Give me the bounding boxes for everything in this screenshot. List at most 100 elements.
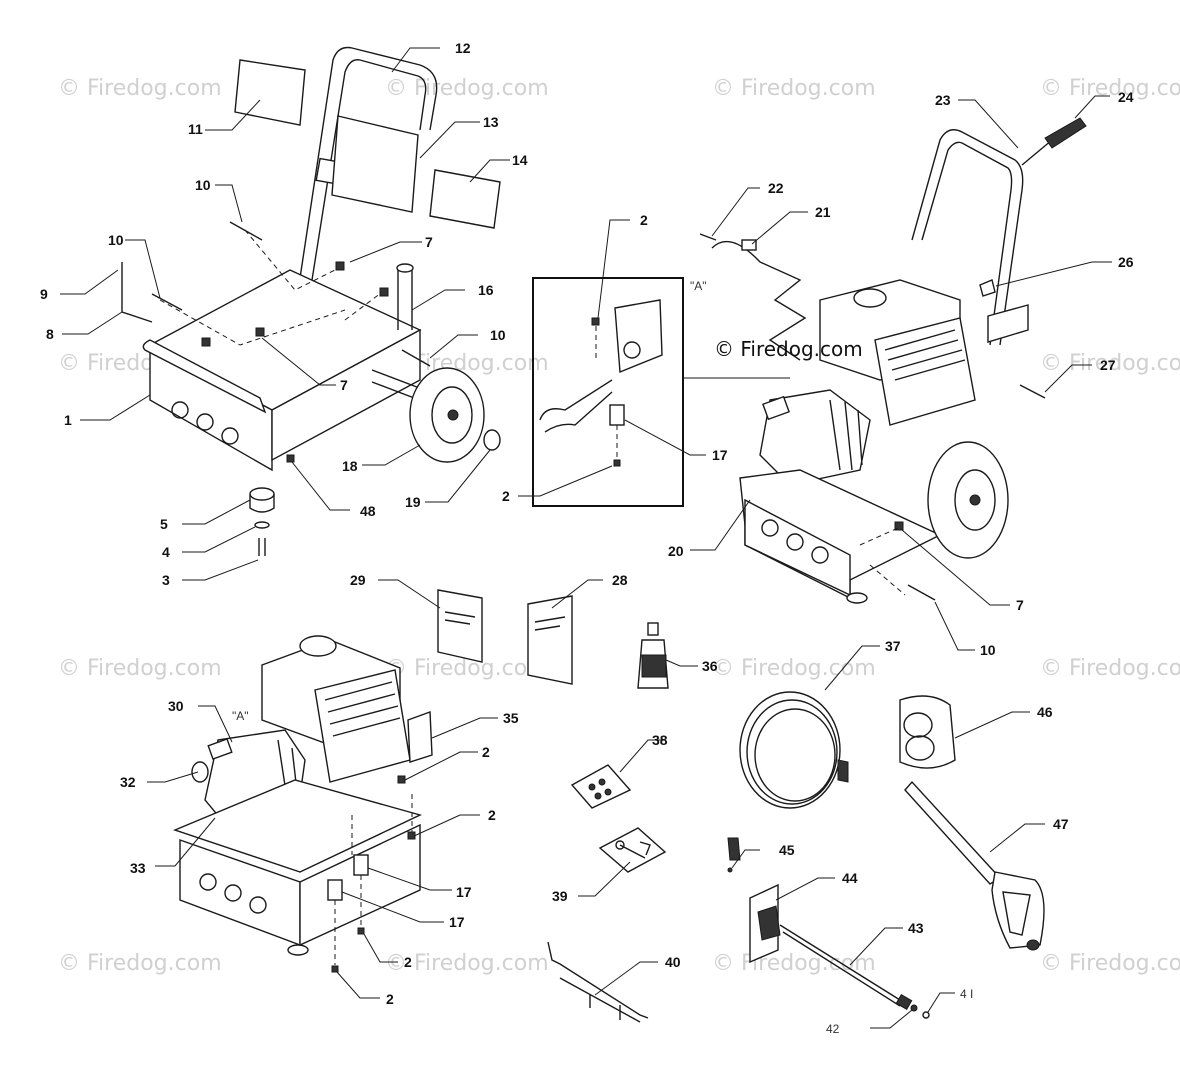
label-19: 19	[405, 494, 421, 510]
label-46: 46	[1037, 704, 1053, 720]
watermarks: © Firedog.com © Firedog.com © Firedog.co…	[58, 76, 1180, 976]
inset-frame-rail	[539, 379, 613, 433]
label-7: 7	[425, 234, 433, 250]
watermark: © Firedog.com	[385, 951, 549, 976]
nut-7	[201, 337, 211, 347]
lower-dashed	[334, 790, 413, 965]
watermark: © Firedog.com	[58, 76, 222, 101]
lower-frame-top	[173, 779, 422, 873]
label-17: 17	[449, 914, 465, 930]
unit-hook	[979, 279, 996, 297]
manual-28-lines	[534, 616, 566, 631]
label-7: 7	[1016, 597, 1024, 613]
lower-frame-side	[299, 823, 421, 947]
part-labels: 12 11 13 14 10 7 10 9 8 16 10 7 1 18 19 …	[40, 40, 1134, 1036]
nut-7	[335, 261, 345, 271]
inset-nut	[613, 459, 621, 467]
label-14: 14	[512, 152, 528, 168]
label-28: 28	[612, 572, 628, 588]
packet-part	[598, 778, 606, 786]
unit-frame-top	[739, 469, 942, 581]
unit-pump-outlet	[762, 395, 790, 421]
unit-handle	[911, 129, 1024, 346]
nut-48	[286, 454, 295, 463]
label-42: 42	[826, 1022, 840, 1036]
lower-frame-hole	[199, 873, 217, 891]
oil-label	[641, 654, 667, 678]
watermark: © Firedog.com	[1040, 351, 1180, 376]
o-ring-42	[910, 1004, 918, 1012]
accessories	[437, 589, 1045, 1023]
watermark: © Firedog.com	[712, 656, 876, 681]
unit-handle-inner	[921, 141, 1013, 346]
pump-inlet-32	[191, 761, 209, 783]
hose-coil	[746, 699, 838, 805]
label-48: 48	[360, 503, 376, 519]
oil-cap	[647, 622, 659, 636]
decal-14	[429, 169, 501, 229]
label-10: 10	[108, 232, 124, 248]
gun-handle	[991, 871, 1045, 949]
label-5: 5	[160, 516, 168, 532]
washer-41	[922, 1011, 930, 1019]
hose-coil	[754, 708, 836, 802]
frame-hole	[171, 401, 189, 419]
label-44: 44	[842, 870, 858, 886]
label-47: 47	[1053, 816, 1069, 832]
label-21: 21	[815, 204, 831, 220]
packet-part	[588, 783, 596, 791]
label-10: 10	[490, 327, 506, 343]
frame-hole	[221, 427, 239, 445]
label-40: 40	[665, 954, 681, 970]
bolt-10	[151, 293, 183, 311]
inset-dashed	[595, 326, 618, 460]
watermark: © Firedog.com	[1040, 656, 1180, 681]
label-43: 43	[908, 920, 924, 936]
nozzle-holder	[899, 695, 956, 769]
packet-part	[604, 788, 612, 796]
engine-fuel-cap	[299, 635, 337, 657]
watermark: © Firedog.com	[385, 656, 549, 681]
bolt-10	[229, 221, 263, 241]
unit-clamp-21	[741, 239, 757, 251]
label-17: 17	[712, 447, 728, 463]
unit-frame-hole	[786, 533, 804, 551]
lower-frame-foot	[287, 944, 309, 956]
manual-28	[527, 595, 573, 685]
unit-bolt-22	[699, 233, 717, 241]
wheel-center	[447, 409, 459, 421]
tool-ring	[615, 840, 625, 850]
label-1: 1	[64, 412, 72, 428]
unit-nut-7	[894, 521, 904, 531]
label-2: 2	[488, 807, 496, 823]
unit-handle-decal	[987, 304, 1029, 343]
nut-2	[397, 775, 406, 784]
unit-hose-end	[1021, 139, 1053, 166]
unit-engine-vents	[884, 329, 966, 381]
unit-bolt-10	[907, 584, 936, 601]
inset-nut	[591, 317, 600, 326]
label-4: 4	[162, 544, 170, 560]
bolt-path	[159, 299, 346, 346]
hose-coil	[739, 691, 841, 809]
nut-7	[379, 287, 389, 297]
nut-2	[331, 965, 339, 973]
label-33: 33	[130, 860, 146, 876]
unit-wheel-hub	[954, 469, 996, 531]
gun-wand	[904, 780, 1002, 885]
unit-foot	[846, 592, 868, 604]
label-38: 38	[652, 732, 668, 748]
watermark: © Firedog.com	[1040, 951, 1180, 976]
label-2: 2	[482, 744, 490, 760]
wheel	[409, 367, 485, 463]
label-10: 10	[195, 177, 211, 193]
label-26: 26	[1118, 254, 1134, 270]
foot-pad-side	[249, 494, 275, 513]
label-23: 23	[935, 92, 951, 108]
inset-isolator	[609, 404, 625, 426]
label-13: 13	[483, 114, 499, 130]
label-20: 20	[668, 543, 684, 559]
unit-fuel-cap	[853, 288, 887, 308]
label-35: 35	[503, 710, 519, 726]
frame-post	[397, 268, 413, 330]
